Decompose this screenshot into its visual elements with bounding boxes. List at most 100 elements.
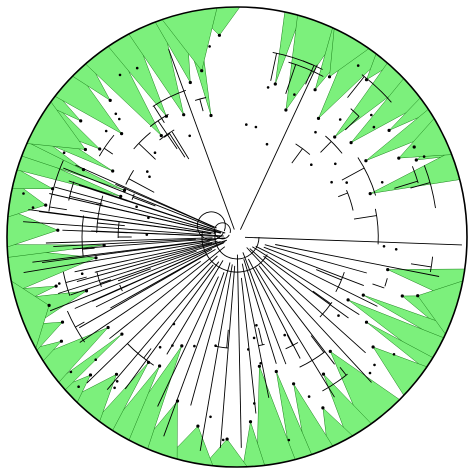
branch-arc-89 [361,74,392,103]
branch-136 [132,196,156,207]
branch-57 [23,221,224,237]
branch-arc-135 [131,193,135,200]
internal-node [307,395,311,398]
internal-node [266,86,270,89]
internal-node [310,163,313,166]
internal-node [104,129,108,133]
branch-arc-141 [96,195,104,233]
branch-66 [168,132,186,158]
branch-arc-131 [163,133,171,138]
clade-node [364,159,368,163]
internal-node [214,344,217,348]
branch-53 [32,240,209,263]
clade-node [81,168,86,172]
clade-node [79,119,83,123]
internal-node [114,112,118,116]
clade-node [316,116,321,120]
branch-4 [168,48,235,230]
clade-node [51,187,55,191]
clade-node [327,75,332,79]
branch-19 [243,258,277,364]
branch-arc-111 [295,143,311,155]
internal-node [145,233,149,236]
internal-node [118,117,121,121]
branch-112 [291,148,303,164]
branch-arc-79 [384,278,388,287]
branch-11 [252,246,360,315]
internal-node [94,358,97,362]
internal-node [245,123,248,126]
branch-31 [86,255,218,384]
branch-arc-69 [96,271,102,288]
branch-29 [124,261,220,390]
branch-144 [128,178,155,193]
clade-node [159,134,163,138]
branch-50 [76,241,221,283]
clade-node [182,113,186,117]
clade-node [200,69,204,73]
branch-46 [95,248,213,308]
branch-114 [103,147,114,155]
branch-90 [347,76,365,98]
internal-node [188,134,191,138]
branch-120 [410,182,431,189]
clade-node [102,243,106,247]
internal-node [208,45,211,48]
internal-node [153,151,157,154]
branch-84 [117,268,151,282]
clade-node [397,156,401,160]
branch-126 [338,192,348,198]
clade-node [412,145,416,149]
clade-node [209,113,213,118]
branch-arc-133 [258,343,265,347]
branch-128 [69,195,103,205]
internal-node [253,402,256,405]
branch-arc-65 [159,129,175,141]
branch-130 [285,64,297,94]
branch-58 [39,211,212,235]
branch-20 [241,263,270,398]
internal-node [115,380,119,383]
clade-node [59,339,64,343]
internal-node [259,362,263,365]
clade-node [225,437,229,441]
internal-node [58,282,61,285]
branch-9 [263,246,364,287]
internal-node [392,353,396,356]
internal-node [146,170,149,173]
branch-15 [258,265,335,365]
internal-node [135,66,139,70]
branch-33 [79,261,201,343]
clade-node [274,369,278,374]
branch-arc-73 [319,302,333,318]
branch-132 [171,131,190,160]
clade-node [122,188,127,192]
clade-node [414,158,418,162]
internal-node [356,64,360,67]
clade-node [94,256,98,260]
internal-node [252,336,256,340]
internal-node [22,192,25,195]
clade-node [111,169,115,173]
internal-node [171,344,174,347]
branch-98 [199,98,204,112]
clade-node [60,320,65,324]
branch-37 [94,242,213,273]
branch-22 [236,254,242,448]
branch-arc-105 [429,256,434,273]
tree-branches [23,48,462,451]
branch-68 [82,247,95,250]
internal-node [247,348,250,351]
branch-arc-77 [322,373,348,392]
internal-node [135,205,138,208]
branch-arc-127 [68,181,75,201]
internal-node [118,73,122,77]
clade-wedges [6,6,466,468]
clade-node [284,108,288,112]
branch-88 [344,116,360,131]
branch-54 [72,237,226,250]
clade-node [120,132,124,136]
clade-node [346,298,350,302]
branch-arc-123 [299,351,326,368]
branch-108 [270,53,278,81]
